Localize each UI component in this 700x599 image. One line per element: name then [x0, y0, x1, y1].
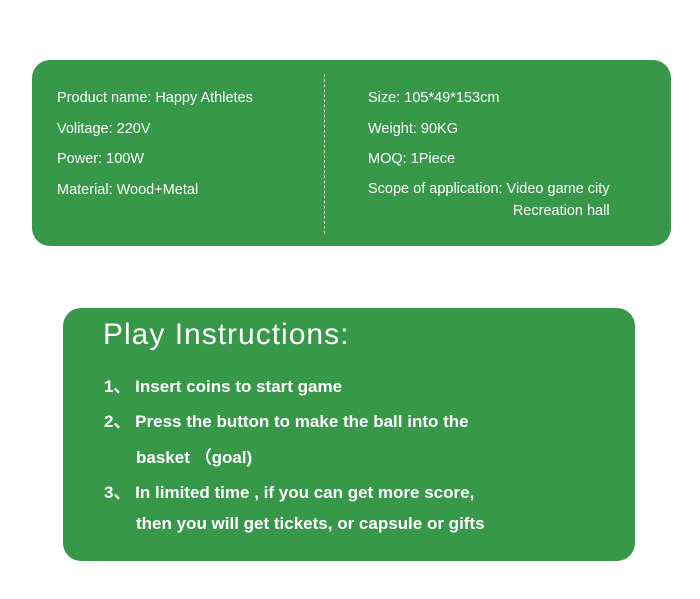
instruction-step-3: 3、 In limited time , if you can get more… — [104, 483, 475, 502]
spec-power: Power: 100W — [57, 151, 145, 167]
spec-scope: Scope of application: Video game city Re… — [368, 181, 610, 219]
spec-scope-line2: Recreation hall — [512, 203, 610, 219]
spec-material: Material: Wood+Metal — [57, 182, 199, 198]
instructions-card: Play Instructions: 1、 Insert coins to st… — [63, 308, 635, 561]
instruction-step-2: 2、 Press the button to make the ball int… — [104, 412, 469, 431]
instructions-title: Play Instructions: — [103, 318, 350, 351]
instruction-step-2-cont: basket （goal) — [136, 448, 253, 467]
spec-weight: Weight: 90KG — [368, 121, 459, 137]
spec-card: Product name: Happy Athletes Volitage: 2… — [32, 60, 671, 246]
spec-voltage: Volitage: 220V — [57, 121, 151, 137]
spec-size: Size: 105*49*153cm — [368, 90, 500, 106]
instruction-step-3-cont: then you will get tickets, or capsule or… — [136, 514, 485, 533]
instruction-step-1: 1、 Insert coins to start game — [104, 377, 343, 396]
column-divider — [324, 74, 325, 234]
spec-product-name: Product name: Happy Athletes — [57, 90, 253, 106]
spec-moq: MOQ: 1Piece — [368, 151, 456, 167]
spec-scope-line1: Scope of application: Video game city — [368, 181, 610, 197]
